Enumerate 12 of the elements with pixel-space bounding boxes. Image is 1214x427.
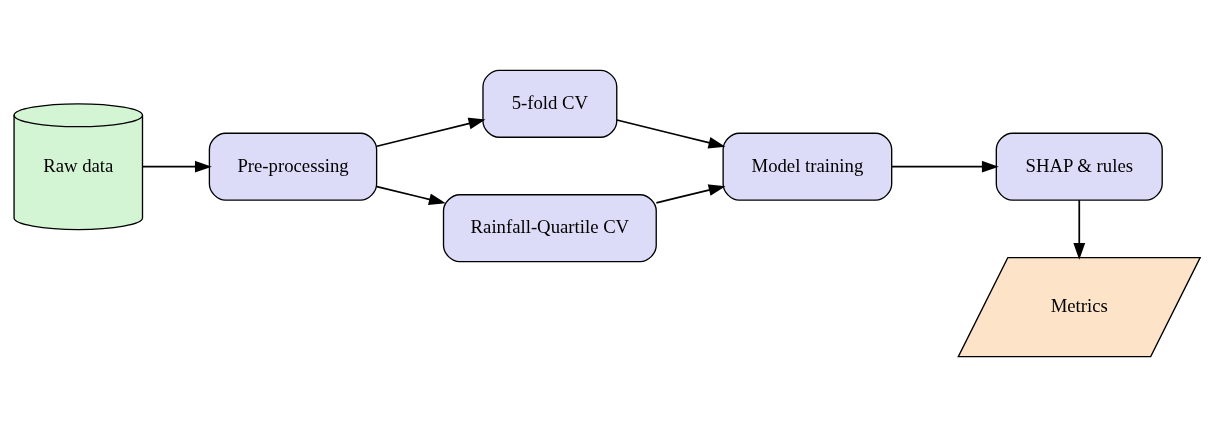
arrow	[1073, 199, 1086, 260]
arrow	[655, 184, 726, 204]
arrow	[616, 119, 726, 149]
node-box: Rainfall-Quartile CV	[442, 194, 657, 263]
arrow	[376, 185, 446, 206]
node-box: 5-fold CV	[482, 69, 618, 138]
node-box: Model training	[722, 132, 893, 201]
arrow	[890, 160, 999, 173]
arrow	[141, 160, 212, 173]
node-box: SHAP & rules	[995, 132, 1163, 201]
node-box: Pre-processing	[208, 132, 378, 201]
arrow	[376, 117, 486, 148]
